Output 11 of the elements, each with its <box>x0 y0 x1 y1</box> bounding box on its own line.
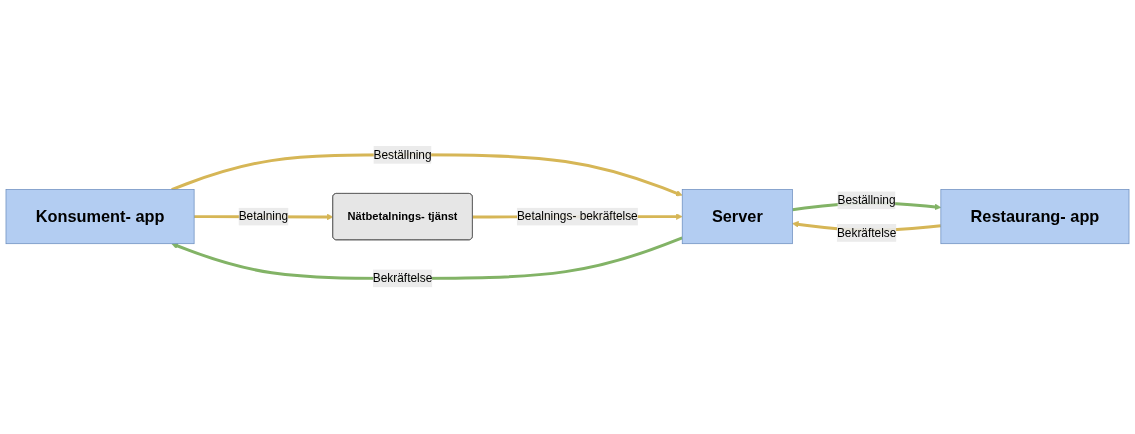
edge-label: Betalning <box>238 210 289 223</box>
node-box: Konsument- app <box>5 189 195 245</box>
node-box: Restaurang- app <box>940 189 1130 245</box>
edge-label: Bekräftelse <box>372 272 433 285</box>
node-box: Server <box>681 189 793 245</box>
edge-label: Beställning <box>373 148 432 162</box>
edge-label: Betalnings- bekräftelse <box>516 210 638 223</box>
arrow <box>171 153 683 197</box>
edge-label: Beställning <box>837 194 896 207</box>
edge-label: Bekräftelse <box>836 226 897 240</box>
arrow <box>171 236 683 281</box>
